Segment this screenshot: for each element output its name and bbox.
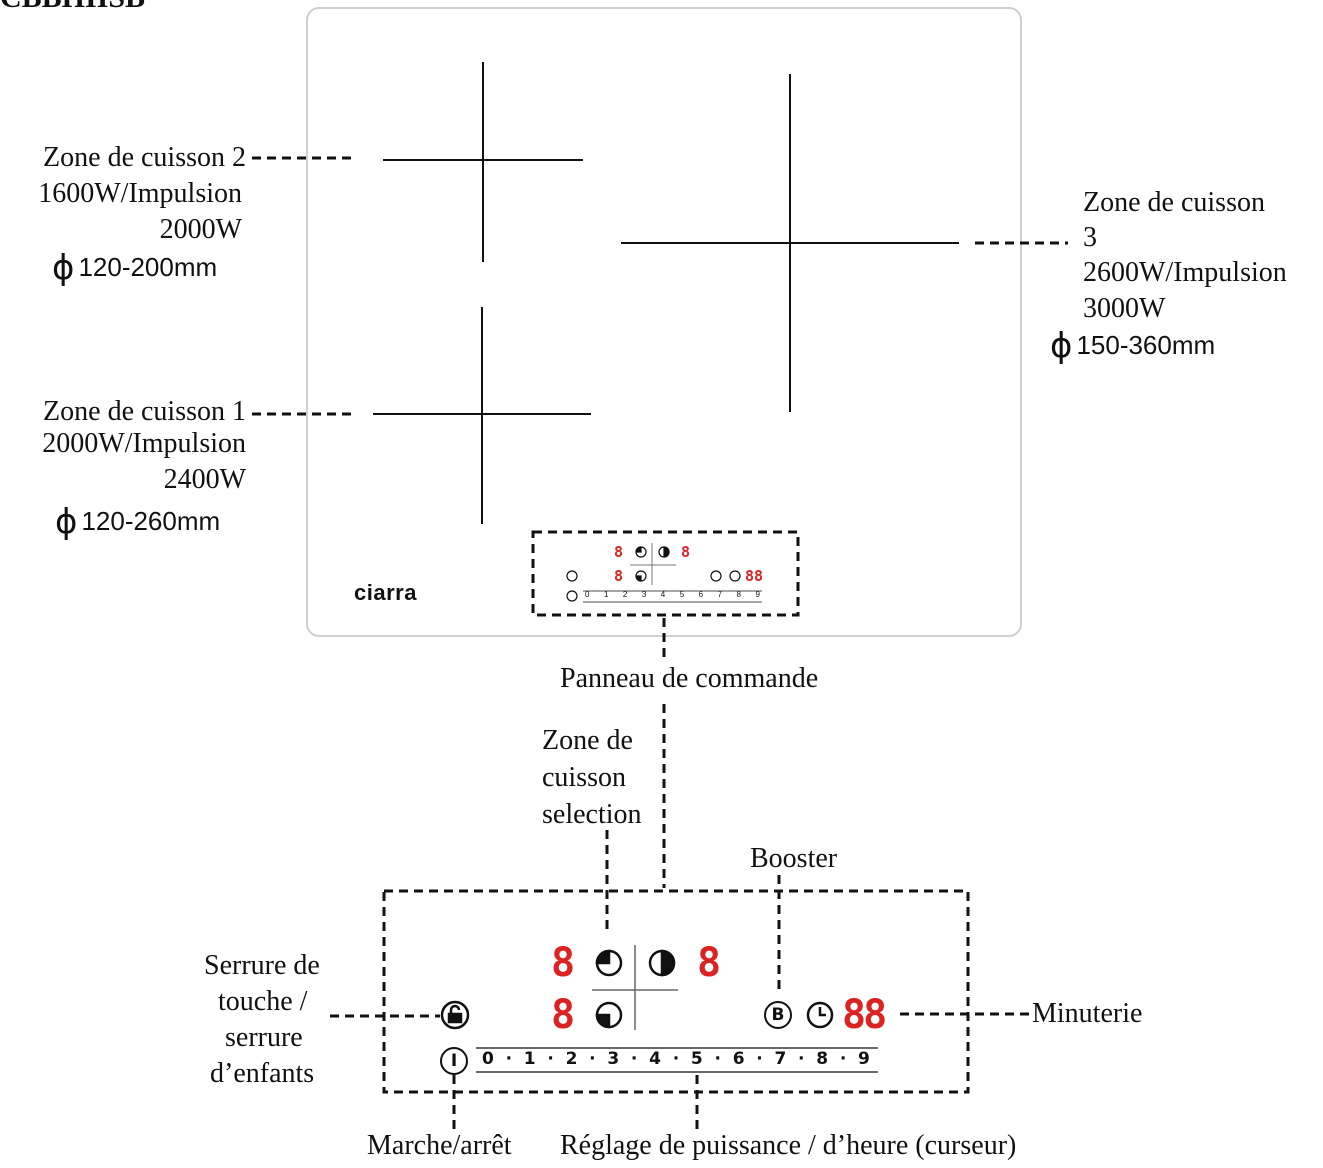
lock-label-line3: serrure xyxy=(225,1022,303,1053)
display-right: 8 xyxy=(697,940,722,986)
power-slider[interactable]: 0 · 1 · 2 · 3 · 4 · 5 · 6 · 7 · 8 · 9 xyxy=(482,1047,870,1071)
zone2-cross xyxy=(383,62,583,262)
small-zone-icons xyxy=(566,546,741,602)
lock-label-line4: d’enfants xyxy=(210,1058,315,1089)
slider-level: 9 xyxy=(858,1049,870,1069)
slider-dot: · xyxy=(630,1049,638,1069)
slider-level: 2 xyxy=(565,1049,578,1069)
slider-dot: · xyxy=(505,1049,513,1069)
slider-dot: · xyxy=(672,1049,680,1069)
zone2-label: Zone de cuisson 2 xyxy=(43,142,246,173)
booster-label: Booster xyxy=(750,843,838,874)
control-panel-label: Panneau de commande xyxy=(560,663,819,694)
zone3-label-line2: 3 xyxy=(1083,222,1097,253)
diameter-icon: ϕ xyxy=(1050,326,1073,366)
slider-level: 0 xyxy=(482,1049,494,1069)
slider-level: 1 xyxy=(523,1049,536,1069)
small-slider-lines xyxy=(583,590,762,603)
slider-level: 8 xyxy=(816,1049,829,1069)
slider-label: Réglage de puissance / d’heure (curseur) xyxy=(560,1130,1017,1161)
zone3-power-line2: 3000W xyxy=(1083,293,1166,324)
diameter-icon: ϕ xyxy=(52,248,75,288)
slider-level: 3 xyxy=(607,1049,620,1069)
small-panel-box xyxy=(531,530,800,617)
zone1-power-line1: 2000W/Impulsion xyxy=(42,428,246,459)
display-rear-left: 8 xyxy=(551,940,576,986)
booster-button[interactable]: B xyxy=(764,1001,792,1029)
zone-right-select-icon xyxy=(648,949,676,977)
zone3-power-line1: 2600W/Impulsion xyxy=(1083,257,1287,288)
slider-dot: · xyxy=(839,1049,847,1069)
zone-rear-left-select-icon xyxy=(595,949,623,977)
big-panel-box xyxy=(382,889,970,1094)
slider-level: 6 xyxy=(732,1049,745,1069)
clock-icon xyxy=(806,1001,834,1029)
display-timer: 88 xyxy=(842,992,887,1038)
zone-selection-label-line3: selection xyxy=(542,799,642,830)
power-button[interactable]: I xyxy=(440,1047,468,1075)
slider-track-lines xyxy=(476,1047,878,1073)
zone2-power-line2: 2000W xyxy=(159,214,242,245)
zone1-label: Zone de cuisson 1 xyxy=(43,396,246,427)
zone-front-left-select-icon xyxy=(595,1001,623,1029)
on-off-label: Marche/arrêt xyxy=(367,1130,512,1161)
zone1-diameter-value: 120-260mm xyxy=(81,506,221,536)
slider-dot: · xyxy=(756,1049,763,1069)
zone-selection-label-line2: cuisson xyxy=(542,762,626,793)
slider-level: 4 xyxy=(649,1049,661,1069)
zone1-power-line2: 2400W xyxy=(163,464,246,495)
zone-selector-divider xyxy=(592,945,678,1030)
zone3-label-line1: Zone de cuisson xyxy=(1083,187,1265,218)
small-display-front-left: 8 xyxy=(614,567,624,585)
zone3-cross xyxy=(621,74,959,412)
document-heading: CBBHIISB xyxy=(0,0,145,16)
slider-level: 7 xyxy=(774,1049,787,1069)
timer-label: Minuterie xyxy=(1032,998,1143,1029)
zone1-cross xyxy=(373,307,591,524)
small-selector-divider xyxy=(630,543,676,585)
display-front-left: 8 xyxy=(551,992,576,1038)
small-display-timer: 88 xyxy=(745,567,764,585)
zone3-diameter-value: 150-360mm xyxy=(1076,330,1216,360)
lock-label-line1: Serrure de xyxy=(204,950,320,981)
cooktop-outline xyxy=(306,7,1022,637)
small-display-rear-left: 8 xyxy=(614,543,624,561)
small-display-right: 8 xyxy=(681,543,691,561)
diameter-icon: ϕ xyxy=(55,502,78,542)
lock-icon xyxy=(440,1000,470,1030)
slider-dot: · xyxy=(589,1049,596,1069)
slider-level: 5 xyxy=(690,1049,703,1069)
zone2-power-line1: 1600W/Impulsion xyxy=(38,178,242,209)
zone-selection-label-line1: Zone de xyxy=(542,725,633,756)
zone2-diameter-value: 120-200mm xyxy=(78,252,218,282)
slider-dot: · xyxy=(714,1049,721,1069)
slider-dot: · xyxy=(798,1049,805,1069)
lock-label-line2: touche / xyxy=(218,986,308,1017)
brand-logo: ciarra xyxy=(354,580,417,605)
slider-dot: · xyxy=(547,1049,554,1069)
